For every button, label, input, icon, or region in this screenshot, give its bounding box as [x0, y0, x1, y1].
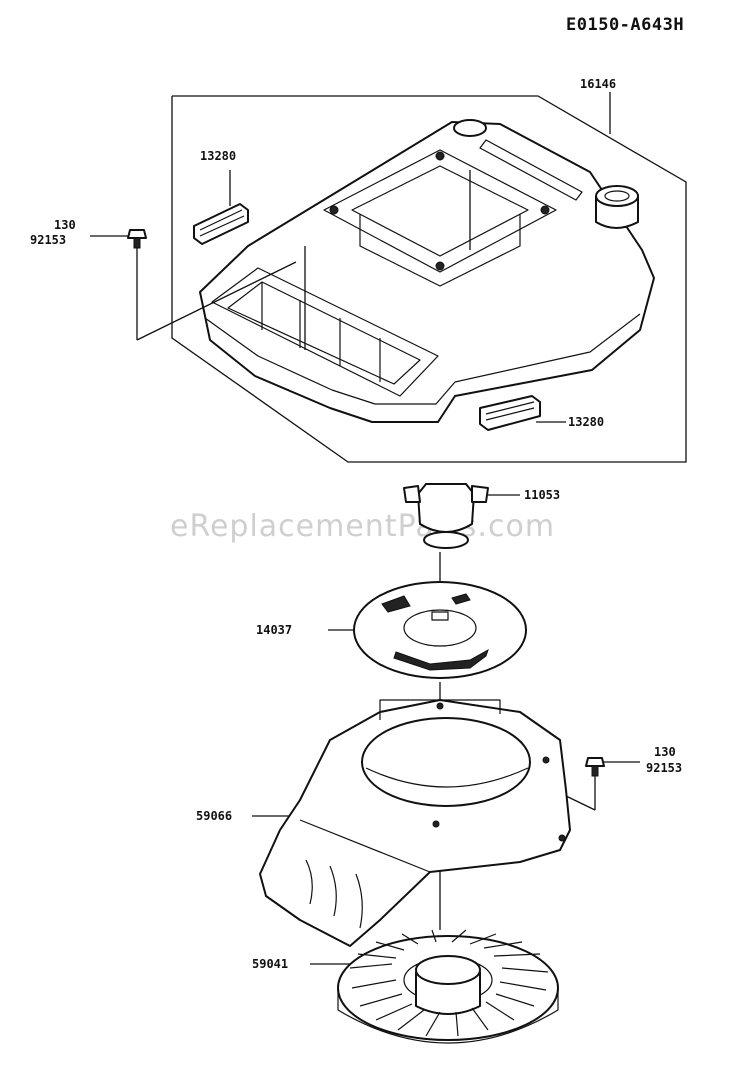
filter-pad — [193, 203, 249, 245]
label-bolt-right-qty: 130 — [654, 745, 676, 759]
shroud-vane — [355, 873, 363, 929]
housing-frame — [171, 95, 687, 463]
shroud-rim — [379, 699, 501, 720]
hub-body — [417, 483, 475, 533]
bolt-axis — [565, 795, 596, 811]
hub-base — [423, 531, 469, 549]
label-hub: 11053 — [524, 488, 560, 502]
housing-opening — [351, 165, 529, 257]
intake-ribs — [261, 282, 381, 382]
housing-assembly — [171, 95, 687, 463]
bolt-head — [585, 757, 605, 767]
fan-shroud: 59066 — [196, 699, 571, 947]
shroud-edge — [299, 819, 431, 873]
shroud-vane — [305, 859, 313, 905]
fan-blades — [349, 929, 549, 1037]
shroud-hole — [436, 702, 444, 710]
plate-slot — [431, 611, 449, 621]
bolt-axis — [136, 261, 297, 341]
label-plate: 14037 — [256, 623, 292, 637]
flange-hole — [329, 205, 339, 215]
flange-hole — [540, 205, 550, 215]
hub-lug — [471, 485, 489, 503]
housing-top-flange — [323, 149, 557, 273]
plate-marking — [451, 593, 471, 605]
plate-marking — [381, 595, 411, 613]
shroud-vane — [329, 865, 337, 917]
diagram-code: E0150-A643H — [566, 15, 684, 35]
flange-hole — [435, 151, 445, 161]
housing-boss — [453, 119, 487, 137]
bolt-shank — [591, 765, 599, 777]
label-fan: 59041 — [252, 957, 288, 971]
filter-pad-ribs — [485, 401, 535, 421]
air-cleaner-housing — [199, 121, 655, 423]
plate-inner — [403, 609, 477, 647]
bolt-shank — [133, 237, 141, 249]
label-housing: 16146 — [580, 77, 616, 91]
shroud-opening — [361, 717, 531, 807]
label-bolt-left-qty: 130 — [54, 218, 76, 232]
intake-box — [211, 267, 439, 397]
bolt-left: 130 92153 — [30, 218, 297, 341]
label-filter-bottom: 13280 — [568, 415, 604, 429]
filler-cap — [595, 185, 639, 207]
fan-rim — [337, 990, 559, 1044]
intake-box-inner — [227, 281, 421, 385]
starter-hub: 11053 — [403, 483, 560, 600]
label-bolt-right-part: 92153 — [646, 761, 682, 775]
filter-element-bottom: 13280 — [479, 395, 604, 431]
housing-emboss — [479, 139, 583, 201]
shroud-hole — [432, 820, 440, 828]
shroud-opening-lip — [365, 767, 529, 788]
plate-marking — [393, 648, 489, 671]
cooling-fan: 59041 — [252, 929, 559, 1044]
housing-opening-depth — [359, 214, 521, 287]
label-bolt-left-part: 92153 — [30, 233, 66, 247]
label-filter-top: 13280 — [200, 149, 236, 163]
fan-hub-top — [415, 955, 481, 985]
housing-lip — [204, 313, 641, 405]
filter-element-top: 13280 — [193, 149, 249, 245]
bolt-right: 130 92153 — [565, 745, 682, 811]
label-shroud: 59066 — [196, 809, 232, 823]
hub-lug — [403, 485, 421, 503]
baffle-plate: 14037 — [256, 581, 527, 760]
shroud-hole — [558, 834, 566, 842]
filler-cap-inner — [604, 190, 630, 202]
flange-hole — [435, 261, 445, 271]
watermark: eReplacementParts.com — [170, 509, 555, 544]
bolt-head — [127, 229, 147, 239]
filter-pad-ribs — [199, 209, 245, 237]
shroud-hole — [542, 756, 550, 764]
